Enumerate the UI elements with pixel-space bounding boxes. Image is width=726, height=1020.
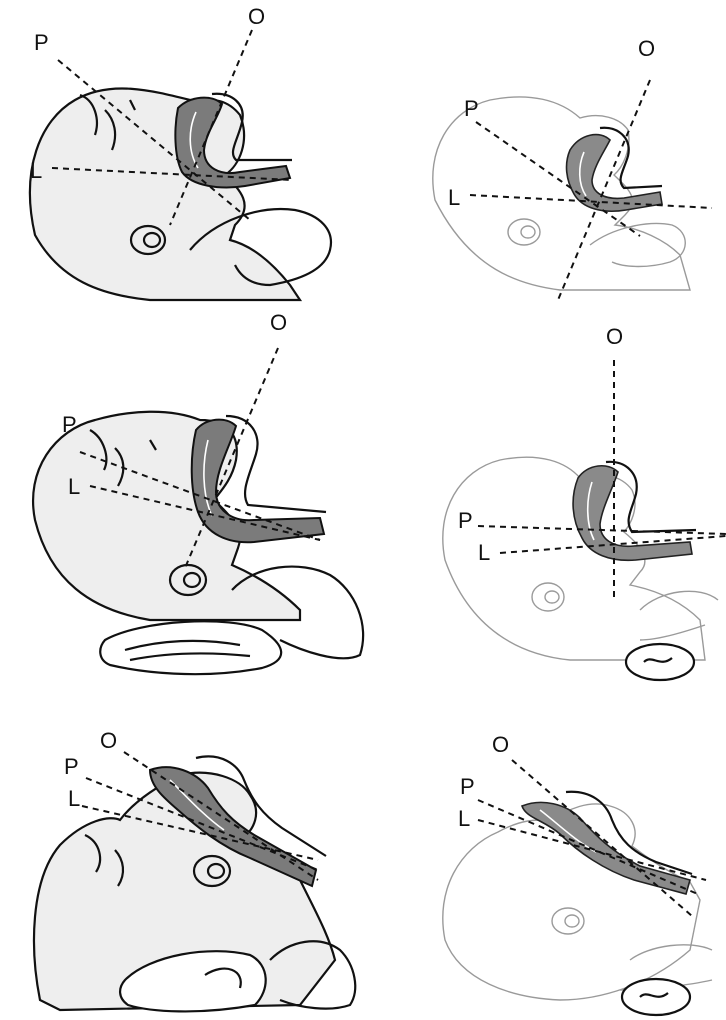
- label-laryngeal: L: [30, 158, 42, 183]
- airway-outline: [226, 416, 326, 512]
- label-oral: O: [248, 4, 265, 29]
- label-laryngeal: L: [458, 806, 470, 831]
- label-laryngeal: L: [68, 786, 80, 811]
- panel-top-right: O P L: [433, 36, 712, 300]
- label-pharyngeal: P: [460, 774, 475, 799]
- label-pharyngeal: P: [464, 96, 479, 121]
- label-pharyngeal: P: [34, 30, 49, 55]
- label-oral: O: [606, 324, 623, 349]
- panel-bottom-left: O P L: [34, 728, 355, 1011]
- label-oral: O: [270, 310, 287, 335]
- panel-top-left: O P L: [30, 4, 331, 300]
- head-outline: [30, 88, 300, 300]
- label-oral: O: [100, 728, 117, 753]
- label-oral: O: [638, 36, 655, 61]
- label-pharyngeal: P: [64, 754, 79, 779]
- panel-middle-right: O P L: [443, 324, 726, 680]
- head-outline: [33, 412, 300, 620]
- panel-middle-left: O P L: [33, 310, 363, 674]
- panel-bottom-right: O P L: [443, 732, 712, 1015]
- label-oral: O: [492, 732, 509, 757]
- pillow: [100, 621, 281, 674]
- label-laryngeal: L: [68, 474, 80, 499]
- label-laryngeal: L: [448, 185, 460, 210]
- label-laryngeal: L: [478, 540, 490, 565]
- label-pharyngeal: P: [458, 508, 473, 533]
- label-pharyngeal: P: [62, 412, 77, 437]
